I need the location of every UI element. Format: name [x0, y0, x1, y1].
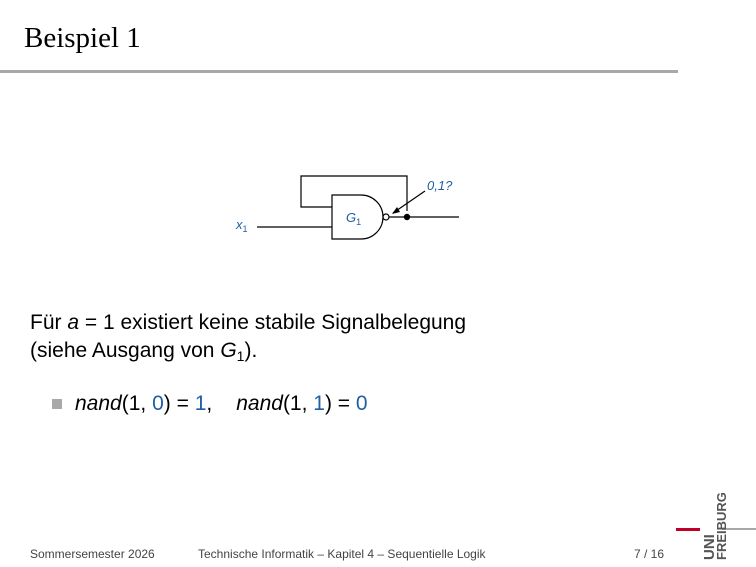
logo-gray-bar: [722, 528, 756, 530]
footer-semester: Sommersemester 2026: [30, 547, 155, 561]
line1-post: = 1 existiert keine stabile Signalbelegu…: [79, 311, 467, 334]
uni-freiburg-logo: UNI FREIBURG: [676, 492, 756, 560]
input-label: x: [235, 217, 243, 232]
explanation-line-2: (siehe Ausgang von G1).: [30, 337, 466, 365]
fn2-open: (1,: [282, 392, 314, 415]
inversion-bubble: [382, 213, 390, 221]
arrowhead: [392, 207, 400, 214]
explanation-text: Für a = 1 existiert keine stabile Signal…: [30, 309, 466, 365]
bullet-marker: [52, 399, 62, 409]
fn1-open: (1,: [121, 392, 153, 415]
logo-uni: UNI: [701, 534, 718, 560]
nand-fn-1: nand: [75, 392, 122, 415]
explanation-line-1: Für a = 1 existiert keine stabile Signal…: [30, 309, 466, 337]
gate-label: G: [346, 210, 356, 225]
title-rule: [0, 70, 678, 73]
separator: ,: [206, 392, 213, 415]
line2-pre: (siehe Ausgang von: [30, 339, 221, 362]
output-annotation: 0,1?: [427, 178, 453, 193]
nand-feedback-circuit: G1 x1 0,1?: [235, 175, 459, 240]
variable-g: G: [220, 339, 237, 362]
variable-a: a: [67, 311, 80, 334]
nand-gate: [331, 194, 384, 240]
fn2-result: 0: [355, 392, 368, 415]
line1-pre: Für: [30, 311, 68, 334]
logo-red-bar: [676, 528, 700, 531]
input-label-sub: 1: [243, 224, 248, 234]
fn1-result: 1: [194, 392, 207, 415]
svg-text:x1: x1: [235, 217, 248, 234]
fn2-arg: 1: [313, 392, 325, 415]
fn1-close: ) =: [163, 392, 195, 415]
line2-post: ).: [244, 339, 258, 362]
fn2-close: ) =: [324, 392, 356, 415]
gate-label-sub: 1: [356, 217, 361, 227]
footer-page: 7 / 16: [634, 547, 665, 561]
nand-bullet: nand(1, 0) = 1,nand(1, 1) = 0: [52, 390, 368, 418]
fn1-arg: 0: [152, 392, 164, 415]
nand-fn-2: nand: [236, 392, 283, 415]
junction-dot: [403, 213, 411, 221]
svg-text:G1: G1: [346, 210, 361, 227]
nand-expression: nand(1, 0) = 1,nand(1, 1) = 0: [75, 390, 368, 418]
footer-course: Technische Informatik – Kapitel 4 – Sequ…: [198, 547, 486, 561]
logo-freiburg: FREIBURG: [714, 492, 729, 560]
feedback-wire: [300, 175, 408, 211]
variable-g-sub: 1: [236, 348, 245, 364]
slide-title: Beispiel 1: [24, 22, 141, 54]
